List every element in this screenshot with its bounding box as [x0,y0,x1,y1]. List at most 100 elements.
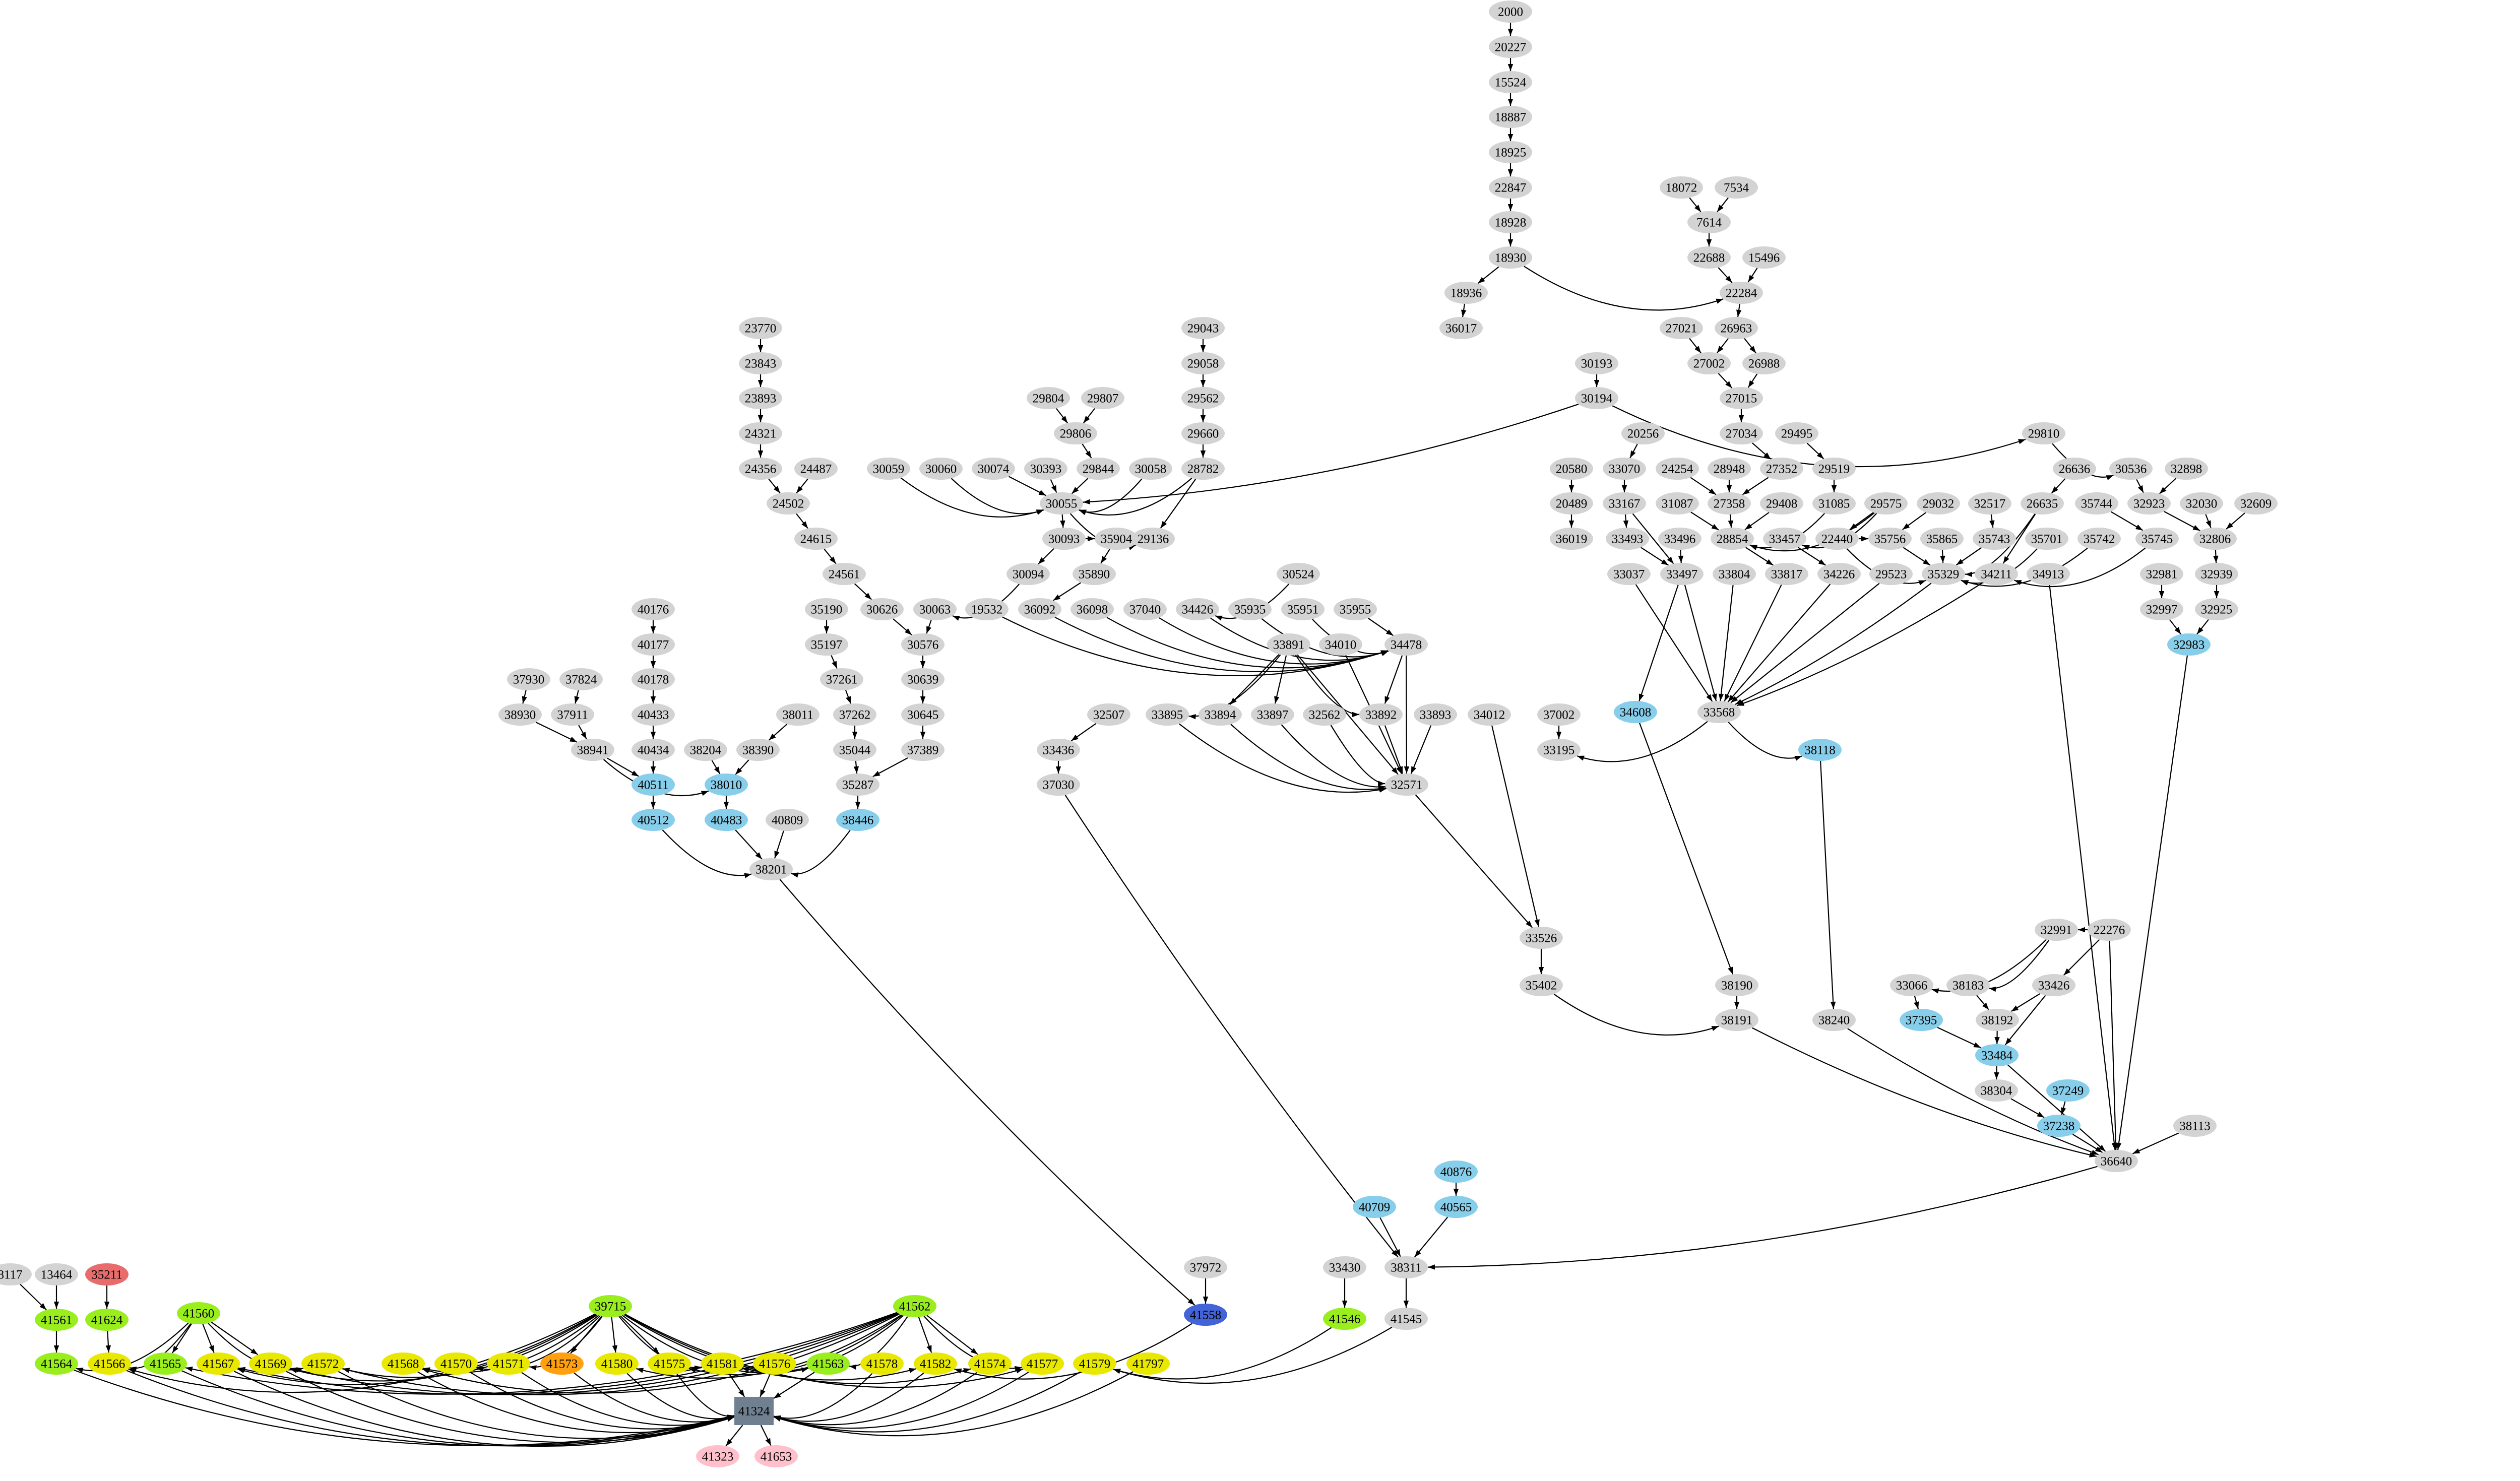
graph-node[interactable]: 41578 [860,1353,904,1375]
graph-node[interactable]: 35402 [1520,974,1563,996]
graph-node[interactable]: 32997 [2140,598,2183,620]
graph-node[interactable]: 41573 [540,1353,584,1375]
graph-node[interactable]: 30524 [1277,563,1320,585]
graph-node[interactable]: 34012 [1468,703,1511,726]
graph-node[interactable]: 29495 [1775,422,1818,444]
graph-node[interactable]: 41797 [1126,1353,1170,1375]
graph-node[interactable]: 41580 [595,1353,639,1375]
graph-node[interactable]: 38113 [2173,1115,2217,1137]
graph-node[interactable]: 7534 [1715,176,1758,199]
graph-node[interactable]: 40178 [632,668,675,690]
graph-node[interactable]: 28948 [1708,458,1751,480]
graph-node[interactable]: 20256 [1621,422,1665,444]
graph-node[interactable]: 34478 [1384,633,1428,656]
graph-node[interactable]: 30576 [901,633,944,656]
graph-node[interactable]: 2000 [1489,1,1532,23]
graph-node[interactable]: 35890 [1073,563,1116,585]
graph-node[interactable]: 30645 [901,703,944,726]
graph-node[interactable]: 33457 [1763,528,1806,550]
graph-node[interactable]: 26963 [1715,317,1758,339]
graph-node[interactable]: 34608 [1614,701,1657,723]
graph-node[interactable]: 27034 [1720,422,1763,444]
graph-node[interactable]: 38201 [749,858,793,880]
graph-node[interactable]: 41624 [85,1309,129,1331]
graph-node[interactable]: 30193 [1575,352,1618,374]
graph-node[interactable]: 37911 [551,703,594,726]
graph-node[interactable]: 34211 [1975,563,2018,585]
graph-node[interactable]: 29807 [1081,387,1124,409]
graph-node[interactable]: 37972 [1184,1256,1227,1278]
graph-node[interactable]: 36017 [1439,317,1483,339]
graph-node[interactable]: 38311 [1384,1256,1428,1278]
graph-node[interactable]: 18930 [1489,246,1532,269]
graph-node[interactable]: 38446 [836,809,879,831]
graph-node[interactable]: 23770 [739,317,782,339]
graph-node[interactable]: 34010 [1319,633,1362,656]
graph-node[interactable]: 32991 [2035,919,2078,941]
graph-node[interactable]: 24487 [794,458,838,480]
graph-node[interactable]: 37040 [1123,598,1167,620]
graph-node[interactable]: 41582 [914,1353,957,1375]
graph-node[interactable]: 37824 [559,668,603,690]
graph-node[interactable]: 23893 [739,387,782,409]
graph-node[interactable]: 8117 [0,1263,32,1285]
graph-node[interactable]: 40709 [1353,1196,1396,1218]
graph-node[interactable]: 35951 [1281,598,1325,620]
graph-node[interactable]: 18928 [1489,211,1532,233]
graph-node[interactable]: 27015 [1720,387,1763,409]
graph-node[interactable]: 41581 [701,1353,744,1375]
graph-node[interactable]: 41567 [197,1353,240,1375]
graph-node[interactable]: 36019 [1550,528,1593,550]
graph-node[interactable]: 30060 [919,458,963,480]
graph-node[interactable]: 32981 [2140,563,2183,585]
graph-node[interactable]: 28782 [1181,458,1225,480]
graph-node[interactable]: 24615 [794,528,838,550]
graph-node[interactable]: 37238 [2037,1115,2081,1137]
graph-node[interactable]: 33484 [1975,1044,2019,1066]
graph-node[interactable]: 35701 [2025,528,2068,550]
graph-node[interactable]: 41323 [696,1445,739,1467]
graph-node[interactable]: 37249 [2046,1079,2090,1102]
graph-node[interactable]: 40876 [1434,1161,1478,1183]
graph-node[interactable]: 24356 [739,458,782,480]
graph-node[interactable]: 24254 [1656,458,1699,480]
graph-node[interactable]: 35744 [2075,492,2118,514]
graph-node[interactable]: 33895 [1146,703,1189,726]
graph-node[interactable]: 24321 [739,422,782,444]
graph-node[interactable]: 23843 [739,352,782,374]
graph-node[interactable]: 41560 [177,1302,220,1324]
graph-node[interactable]: 40176 [632,598,675,620]
graph-node[interactable]: 40483 [705,809,748,831]
graph-node[interactable]: 32939 [2195,563,2238,585]
graph-node[interactable]: 18936 [1444,282,1488,304]
graph-node[interactable]: 30639 [901,668,944,690]
graph-node[interactable]: 33892 [1359,703,1403,726]
graph-node[interactable]: 41574 [968,1353,1012,1375]
graph-node[interactable]: 33893 [1414,703,1457,726]
graph-node[interactable]: 22284 [1720,282,1763,304]
graph-node[interactable]: 36098 [1070,598,1114,620]
graph-node[interactable]: 26636 [2053,458,2096,480]
graph-node[interactable]: 26635 [2021,492,2064,514]
graph-node[interactable]: 29562 [1181,387,1225,409]
graph-node[interactable]: 41561 [35,1309,78,1331]
graph-node[interactable]: 34426 [1176,598,1219,620]
graph-node[interactable]: 32925 [2195,598,2238,620]
graph-node[interactable]: 29136 [1131,528,1175,550]
graph-node[interactable]: 41653 [754,1445,798,1467]
graph-node[interactable]: 30058 [1129,458,1172,480]
graph-node[interactable]: 38191 [1715,1009,1758,1031]
graph-node[interactable]: 22440 [1815,528,1859,550]
graph-node[interactable]: 33436 [1037,739,1080,761]
graph-node[interactable]: 33195 [1537,739,1581,761]
graph-node[interactable]: 24561 [823,563,866,585]
graph-node[interactable]: 30194 [1575,387,1618,409]
graph-node[interactable]: 41324 [734,1397,774,1425]
graph-node[interactable]: 18887 [1489,106,1532,128]
graph-node[interactable]: 33526 [1520,927,1563,949]
graph-node[interactable]: 29058 [1181,352,1225,374]
graph-node[interactable]: 38011 [776,703,820,726]
graph-node[interactable]: 15496 [1742,246,1786,269]
graph-node[interactable]: 37395 [1900,1009,1943,1031]
graph-node[interactable]: 40434 [632,739,675,761]
